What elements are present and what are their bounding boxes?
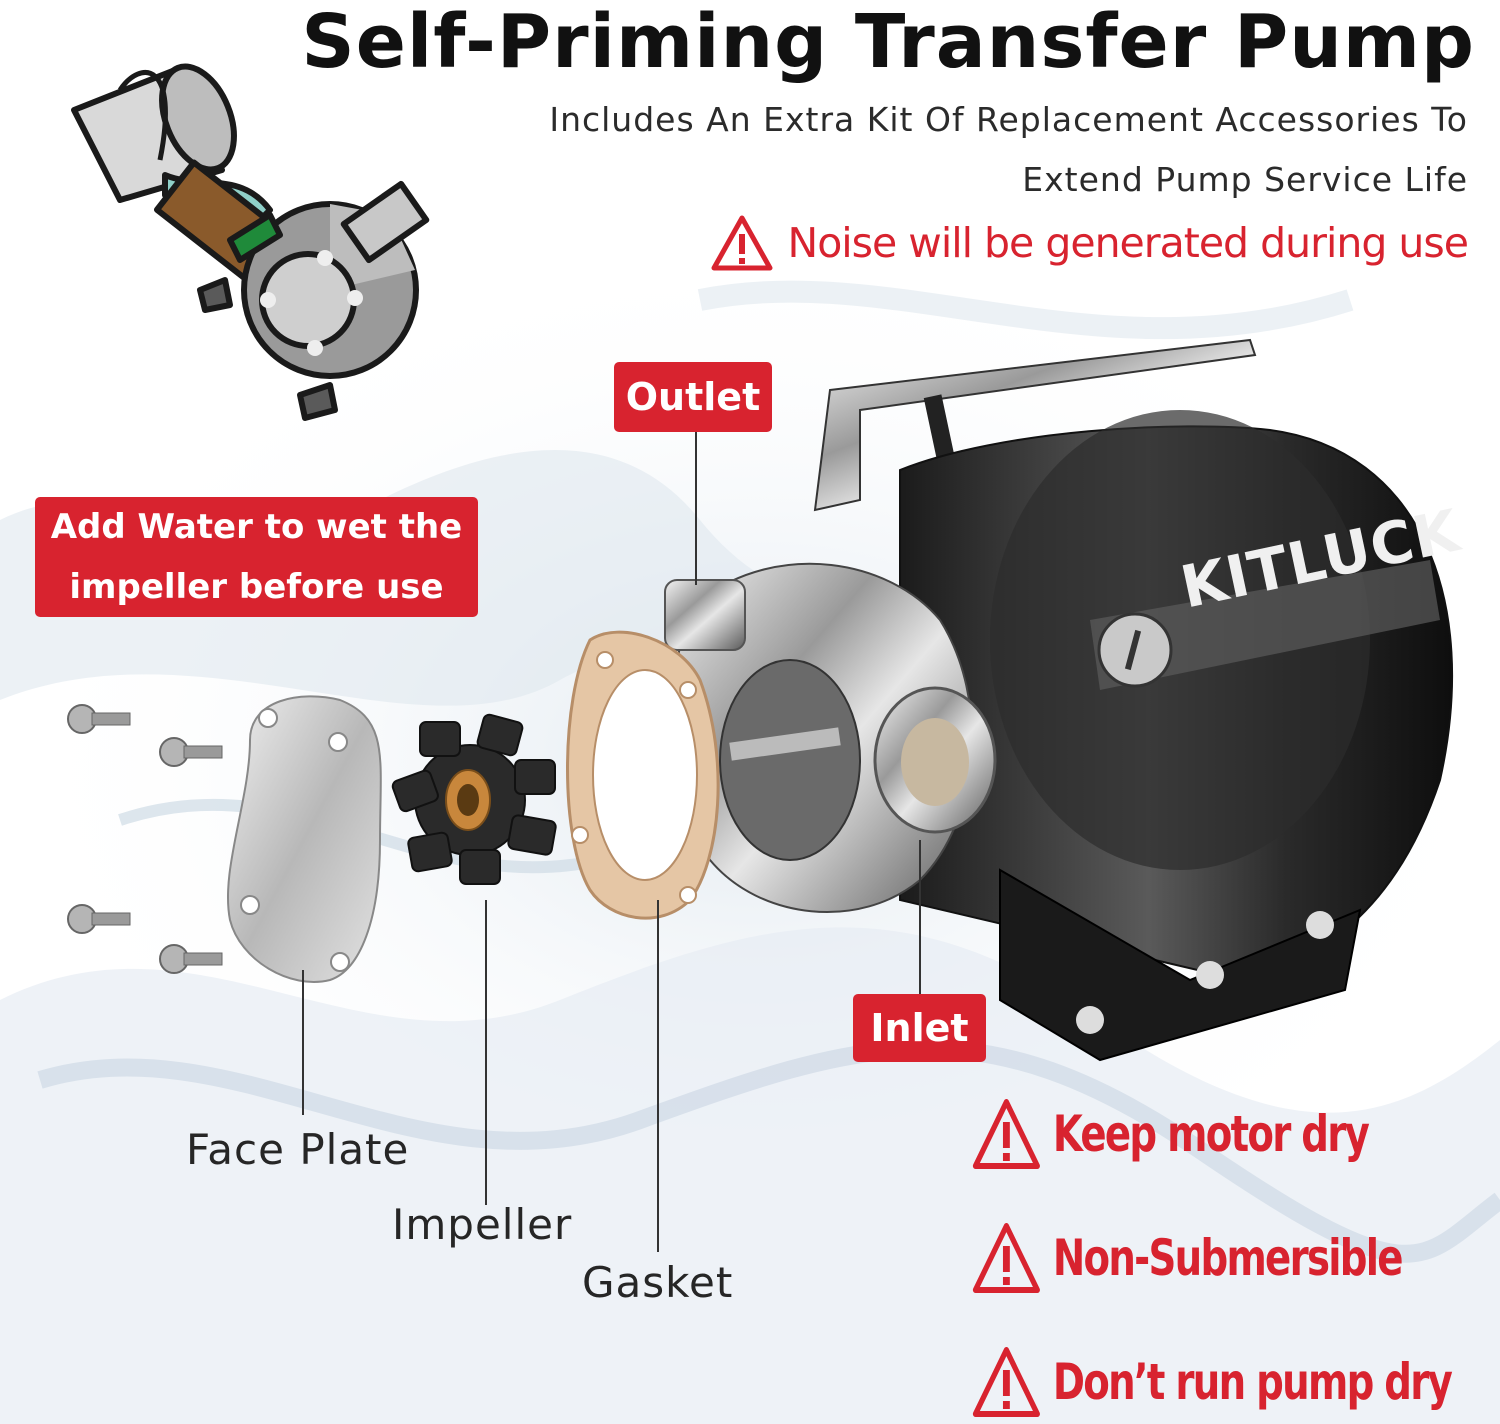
- warning-triangle-icon: [711, 215, 773, 271]
- warning-triangle-icon: [972, 1223, 1040, 1293]
- subtitle-line-1: Includes An Extra Kit Of Replacement Acc…: [549, 100, 1468, 139]
- warning-triangle-icon: [972, 1099, 1040, 1169]
- subtitle-line-2: Extend Pump Service Life: [1022, 160, 1468, 199]
- outlet-label: Outlet: [614, 362, 772, 432]
- add-water-note: Add Water to wet the impeller before use: [35, 497, 478, 617]
- face-plate-part: [226, 695, 382, 983]
- warning-keep-motor-dry: Keep motor dry: [972, 1098, 1370, 1170]
- impeller-label: Impeller: [392, 1200, 573, 1249]
- inlet-label: Inlet: [853, 994, 986, 1062]
- leader-lines: [302, 432, 921, 1252]
- screws: [67, 704, 223, 974]
- face-plate-label: Face Plate: [186, 1125, 410, 1174]
- bucket-pour-icon: [71, 63, 430, 421]
- add-water-line-1: Add Water to wet the: [50, 507, 463, 547]
- add-water-line-2: impeller before use: [69, 567, 444, 607]
- warning-triangle-icon: [972, 1347, 1040, 1417]
- gasket-label: Gasket: [582, 1258, 734, 1307]
- page-title: Self-Priming Transfer Pump: [301, 0, 1475, 85]
- warning-dont-run-dry: Don’t run pump dry: [972, 1346, 1453, 1418]
- warning-non-submersible: Non-Submersible: [972, 1222, 1404, 1294]
- gasket-part: [566, 630, 720, 920]
- noise-warning-text: Noise will be generated during use: [787, 219, 1469, 267]
- noise-warning: Noise will be generated during use: [710, 210, 1469, 276]
- pump-motor: [664, 338, 1454, 1062]
- impeller-part: [391, 713, 557, 885]
